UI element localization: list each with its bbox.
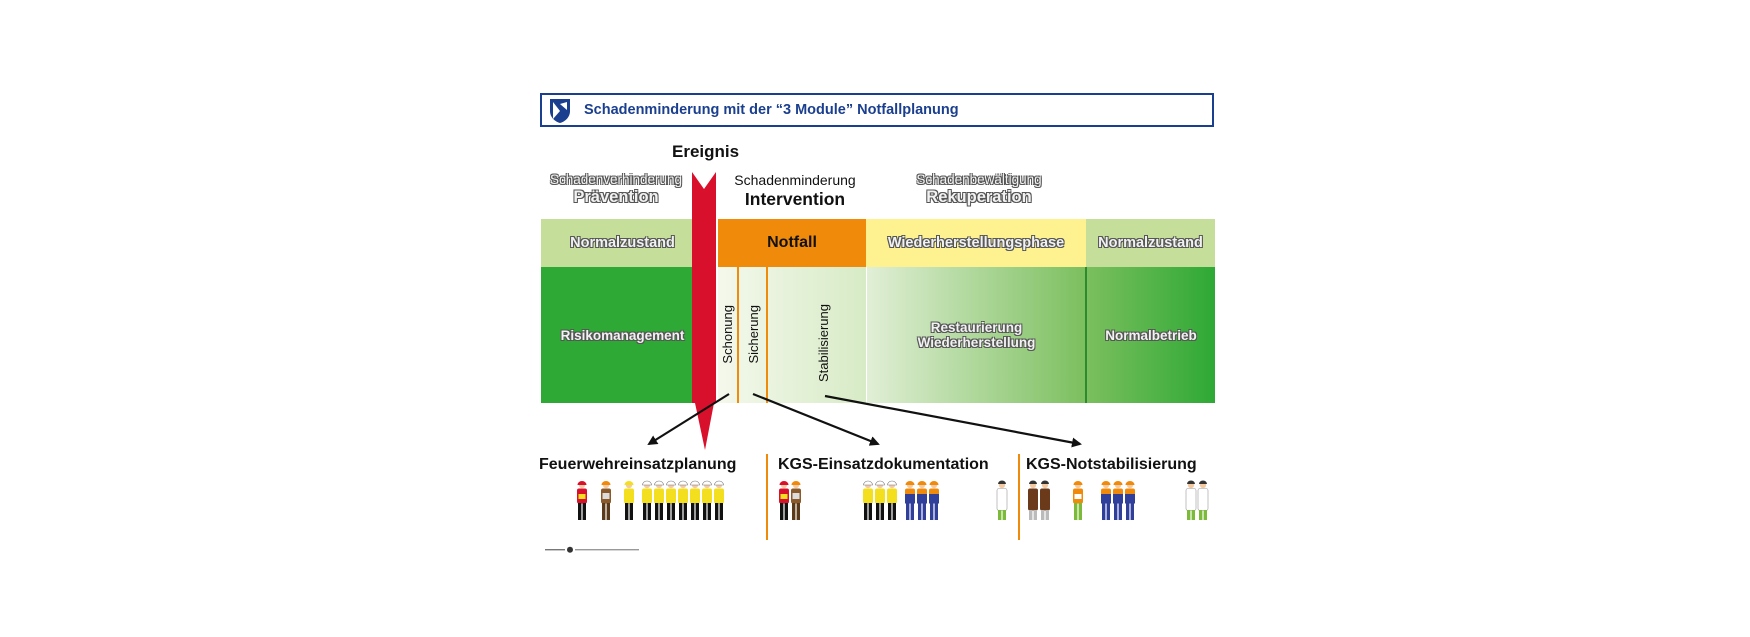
activity-restaurierung-line1: Restaurierung (930, 320, 1023, 335)
event-label: Ereignis (672, 142, 740, 161)
arrow-to-feuerwehr (647, 393, 730, 446)
title-box: Schadenminderung mit der “3 Module” Notf… (540, 93, 1214, 127)
phase-wiederherstellung: Wiederherstellungsphase (866, 219, 1086, 267)
stage-prevention-small: Schadenverhinderung (549, 172, 683, 187)
module-feuerwehr-title: Feuerwehreinsatzplanung (539, 456, 737, 473)
phase-normal-left-label: Normalzustand (570, 235, 675, 251)
module-separator-1 (766, 454, 768, 540)
activity-normalbetrieb: Normalbetrieb (1087, 267, 1215, 403)
feuerwehr-people (577, 480, 725, 521)
stage-prevention-big: Prävention (573, 188, 659, 206)
stage-intervention-small: Schadenminderung (734, 172, 856, 188)
phase-notfall: Notfall (718, 219, 866, 267)
phase-normal-right-label: Normalzustand (1098, 235, 1203, 251)
divider-schonung (737, 267, 739, 403)
stage-intervention: Schadenminderung Intervention (720, 172, 870, 210)
arrow-to-einsatzdoku (752, 392, 880, 446)
module-notstabilisierung-title: KGS-Notstabilisierung (1026, 456, 1197, 473)
stage-prevention: Schadenverhinderung Prävention (540, 172, 692, 207)
stage-recuperation-small: Schadenbewältigung (916, 172, 1042, 187)
notstabilisierung-people (1028, 480, 1209, 521)
module-separator-2 (1018, 454, 1020, 540)
activity-restaurierung: Restaurierung Wiederherstellung (867, 267, 1086, 403)
phase-normal-left: Normalzustand (541, 219, 704, 267)
diagram-title: Schadenminderung mit der “3 Module” Notf… (584, 102, 959, 118)
activity-normalbetrieb-label: Normalbetrieb (1105, 327, 1197, 343)
event-marker-icon (692, 172, 716, 450)
stage-intervention-big: Intervention (744, 189, 846, 209)
phase-normal-right: Normalzustand (1086, 219, 1215, 267)
activity-restaurierung-line2: Wiederherstellung (917, 335, 1036, 350)
arrow-to-notstabilisierung (824, 394, 1082, 448)
stage-recuperation: Schadenbewältigung Rekuperation (900, 172, 1058, 207)
einsatzdoku-people (779, 480, 1008, 521)
shield-icon (550, 99, 570, 123)
activity-risk: Risikomanagement (541, 267, 704, 403)
phase-wiederherstellung-label: Wiederherstellungsphase (887, 235, 1065, 251)
module-einsatzdoku-title: KGS-Einsatzdokumentation (778, 456, 989, 473)
activity-risk-label: Risikomanagement (560, 327, 685, 343)
phase-notfall-label: Notfall (767, 234, 817, 251)
divider-normalbetrieb (1085, 267, 1087, 403)
divider-intervention-end (866, 267, 867, 403)
stage-recuperation-big: Rekuperation (926, 188, 1032, 206)
copyright-mark (545, 546, 639, 553)
divider-sicherung (766, 267, 768, 403)
activity-intervention-area (718, 267, 866, 403)
